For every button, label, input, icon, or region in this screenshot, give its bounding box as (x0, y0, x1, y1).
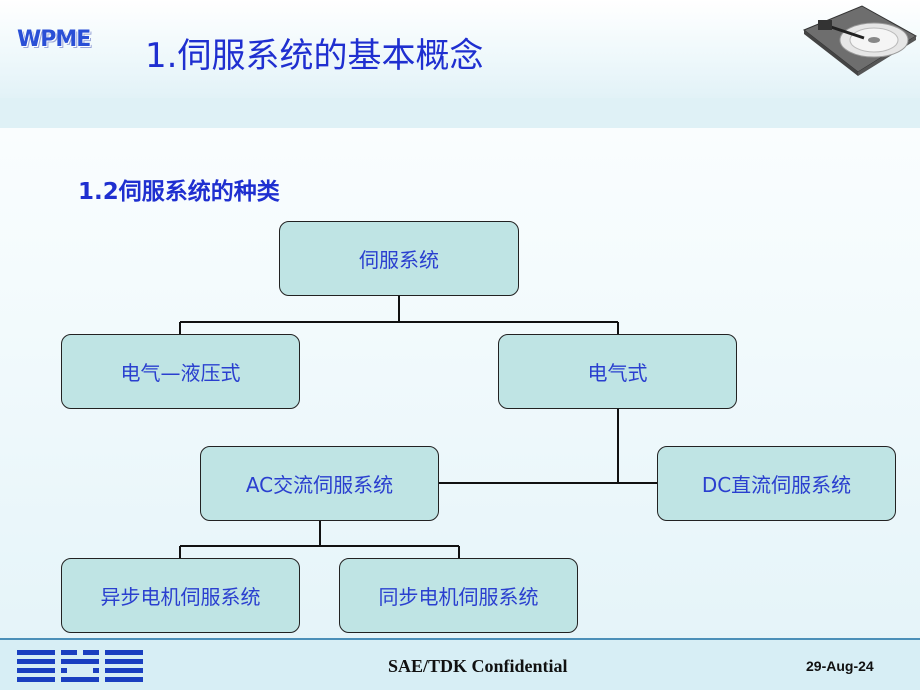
sae-logo (17, 650, 143, 682)
footer-divider (0, 638, 920, 640)
node-ac-servo: AC交流伺服系统 (200, 446, 439, 521)
node-async-servo: 异步电机伺服系统 (61, 558, 300, 633)
header-band (0, 98, 920, 128)
wpme-logo: WPME (17, 27, 91, 52)
footer-bar (0, 638, 920, 690)
footer-date: 29-Aug-24 (806, 658, 874, 674)
section-subtitle: 1.2伺服系统的种类 (78, 179, 280, 205)
node-sync-servo: 同步电机伺服系统 (339, 558, 578, 633)
hard-disk-icon (803, 5, 917, 76)
header-bar (0, 0, 920, 98)
node-dc-servo: DC直流伺服系统 (657, 446, 896, 521)
confidential-label: SAE/TDK Confidential (388, 656, 568, 676)
node-electro-hydraulic: 电气—液压式 (61, 334, 300, 409)
node-electric: 电气式 (498, 334, 737, 409)
node-servo-system: 伺服系统 (279, 221, 519, 296)
slide-title: 1.伺服系统的基本概念 (145, 36, 484, 76)
